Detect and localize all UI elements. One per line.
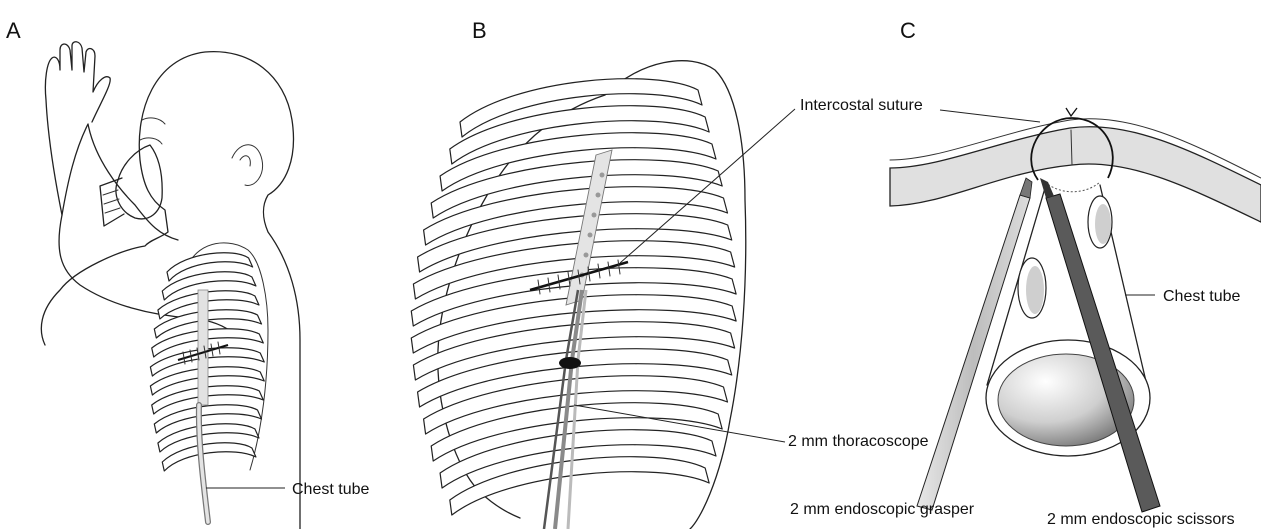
chest-wall-c — [890, 127, 1261, 222]
panel-b: B 2 mm thoracoscope Intercostal suture — [411, 18, 928, 529]
panel-a-letter: A — [6, 18, 21, 43]
label-chest-tube-c: Chest tube — [1163, 288, 1240, 305]
leader-intercostal-suture-c — [940, 110, 1040, 122]
label-chest-tube-a: Chest tube — [292, 481, 369, 498]
oxygen-mask-ribs — [103, 190, 120, 213]
panel-a: A Chest tube — [6, 18, 369, 529]
label-grasper: 2 mm endoscopic grasper — [790, 501, 975, 518]
leader-intercostal-suture-b — [620, 109, 795, 263]
panel-c-letter: C — [900, 18, 916, 43]
oxygen-mask-tube — [100, 178, 124, 226]
ribcage-a — [150, 243, 268, 471]
panel-c: Chest tube — [890, 108, 1261, 512]
patient-ear — [232, 145, 263, 186]
label-scissors: 2 mm endoscopic scissors — [1047, 511, 1235, 528]
panel-b-letter: B — [472, 18, 487, 43]
port-ring-b — [559, 357, 581, 369]
rib — [162, 443, 256, 471]
patient-face — [140, 118, 165, 144]
label-intercostal-suture: Intercostal suture — [800, 97, 923, 114]
label-thoracoscope: 2 mm thoracoscope — [788, 433, 929, 450]
patient-arm-outline — [59, 124, 235, 335]
endoscopic-grasper — [917, 195, 1030, 510]
lung-strip-a — [198, 290, 208, 405]
